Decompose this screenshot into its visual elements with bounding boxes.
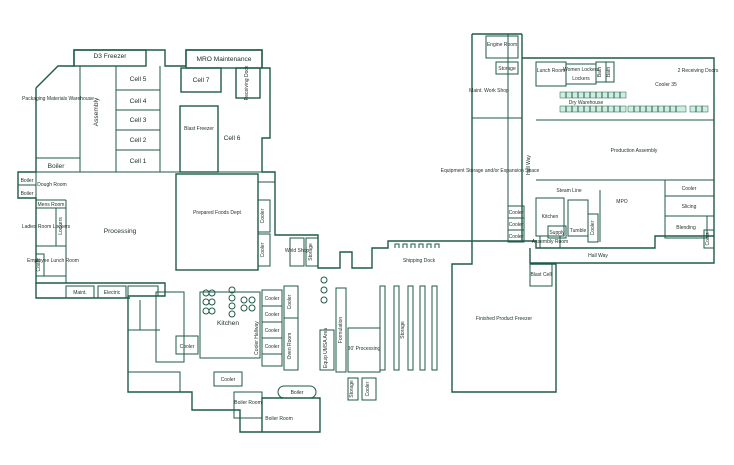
label-30-processing: 30' Processing — [348, 346, 381, 352]
label-cooler-35: Cooler 35 — [655, 82, 677, 88]
label-lockers: Lockers — [58, 217, 64, 235]
room-labels: D3 Freezer MRO Maintenance Cell 5 Cell 4… — [21, 42, 719, 422]
label-boiler-bottom-1: Boiler Room — [234, 400, 262, 406]
label-cell4: Cell 4 — [130, 98, 147, 105]
label-shipping-dock: Shipping Dock — [403, 258, 436, 264]
label-cooler-i: Cooler — [365, 381, 371, 396]
label-dry-warehouse: Dry Warehouse — [569, 100, 604, 106]
label-supply: Supply — [549, 230, 565, 236]
label-kitchen: Kitchen — [217, 320, 239, 327]
label-equipment-storage: Equipment Storage and/or Expansion Space — [441, 168, 540, 174]
label-cooler-k: Cooler — [509, 222, 524, 228]
label-boiler-tank: Boiler — [291, 390, 304, 396]
label-cooler-g: Cooler — [265, 328, 280, 334]
label-cell3: Cell 3 — [130, 117, 147, 124]
label-employee-lunch-room: Employee Lunch Room — [27, 258, 79, 264]
label-kitchen-b: Kitchen — [542, 214, 559, 220]
label-cooler-m: Cooler — [682, 186, 697, 192]
label-cell2: Cell 2 — [130, 137, 147, 144]
label-storage-b: Storage — [400, 321, 406, 339]
right-building-walls — [471, 33, 715, 264]
label-formulation: Formulation — [338, 317, 344, 344]
label-maint-work-shop: Maint. Work Shop — [469, 88, 509, 94]
label-receiving-dock: Receiving Dock — [244, 65, 250, 100]
label-hall-way-vertical: Hall Way — [526, 155, 532, 175]
label-engine-room: Engine Room — [487, 42, 517, 48]
label-assembly: Assembly — [93, 97, 100, 126]
prepared-foods-room — [175, 173, 259, 271]
label-d3-freezer: D3 Freezer — [94, 53, 128, 60]
label-storage-d: Storage — [498, 66, 516, 72]
label-cooler-f: Cooler — [265, 312, 280, 318]
label-bath-1: Bath — [597, 67, 603, 78]
label-steam-line: Steam Line — [556, 188, 582, 194]
label-boiler-left-2: Boiler — [21, 191, 34, 197]
label-coats-b: Coats — [705, 232, 711, 246]
label-boiler-left-1: Boiler — [21, 178, 34, 184]
label-cell6: Cell 6 — [224, 135, 241, 142]
label-cooler-h: Cooler — [265, 344, 280, 350]
label-dough-room: Dough Room — [37, 182, 66, 188]
label-hall-way-horizontal: Hall Way — [588, 253, 608, 259]
label-blending: Blending — [676, 225, 696, 231]
mro-maintenance-room — [185, 49, 263, 69]
label-cooler-d: Cooler — [221, 377, 236, 383]
label-slicing: Slicing — [682, 204, 697, 210]
engine-room — [485, 35, 519, 59]
kitchen-equipment — [202, 276, 328, 318]
label-lunch-room: Lunch Room — [537, 68, 565, 74]
label-women-lockers: Women Lockers — [563, 67, 600, 73]
label-ladies-room: Ladies Room Lockers — [22, 224, 71, 230]
label-mro-maintenance: MRO Maintenance — [197, 56, 252, 63]
dry-warehouse-racks — [559, 91, 709, 113]
label-maint: Maint. — [73, 290, 87, 296]
label-packaging-warehouse: Packaging Materials Warehouse — [22, 96, 94, 102]
label-electric: Electric — [104, 290, 121, 296]
label-coats: Coats — [36, 258, 42, 272]
label-cooler-b: Cooler — [260, 242, 266, 257]
label-boiler-bottom-2: Boiler Room — [265, 416, 293, 422]
label-bath-2: Bath — [606, 67, 612, 78]
label-receiving-doors: 2 Receiving Doors — [678, 68, 719, 74]
label-storage-a: Storage — [308, 243, 314, 261]
label-cooler-c: Cooler — [180, 344, 195, 350]
label-weld-shop: Weld Shop — [285, 248, 310, 254]
label-finished-product-freezer: Finished Product Freezer — [476, 316, 532, 322]
label-cooler-j: Cooler — [509, 210, 524, 216]
label-tumble: Tumble — [570, 228, 587, 234]
label-cell5: Cell 5 — [130, 76, 147, 83]
label-prepared-foods: Prepared Foods Dept — [193, 210, 241, 216]
cell7-room — [180, 67, 222, 93]
d3-freezer-room — [73, 49, 147, 67]
label-cooler-hallway: Cooler Hallway — [254, 321, 260, 355]
label-processing: Processing — [104, 228, 137, 235]
label-cooler-tall: Cooler — [287, 294, 293, 309]
label-storage-c: Storage — [349, 380, 355, 398]
label-cell7: Cell 7 — [193, 77, 210, 84]
label-cooler-n: Cooler — [590, 220, 596, 235]
blast-freezer-room — [179, 105, 219, 173]
receiving-dock-room — [235, 67, 261, 99]
label-boiler-upper: Boiler — [48, 163, 66, 170]
label-oven-room: Oven Room — [287, 333, 293, 360]
label-production-assembly: Production Assembly — [611, 148, 658, 154]
label-assembly-room: Assembly Room — [532, 239, 568, 245]
label-cell1: Cell 1 — [130, 158, 147, 165]
label-lockers-b: Lockers — [572, 76, 590, 82]
label-blast-cell: Blast Cell — [530, 272, 551, 278]
label-mpo: MPO — [616, 199, 628, 205]
label-blast-freezer: Blast Freezer — [184, 126, 214, 132]
label-equip-umsa: Equip UMSA Area — [323, 328, 329, 368]
label-cooler-a: Cooler — [260, 208, 266, 223]
label-cooler-l: Cooler — [509, 234, 524, 240]
label-cooler-e: Cooler — [265, 296, 280, 302]
label-mens-room: Mens Room — [38, 202, 65, 208]
